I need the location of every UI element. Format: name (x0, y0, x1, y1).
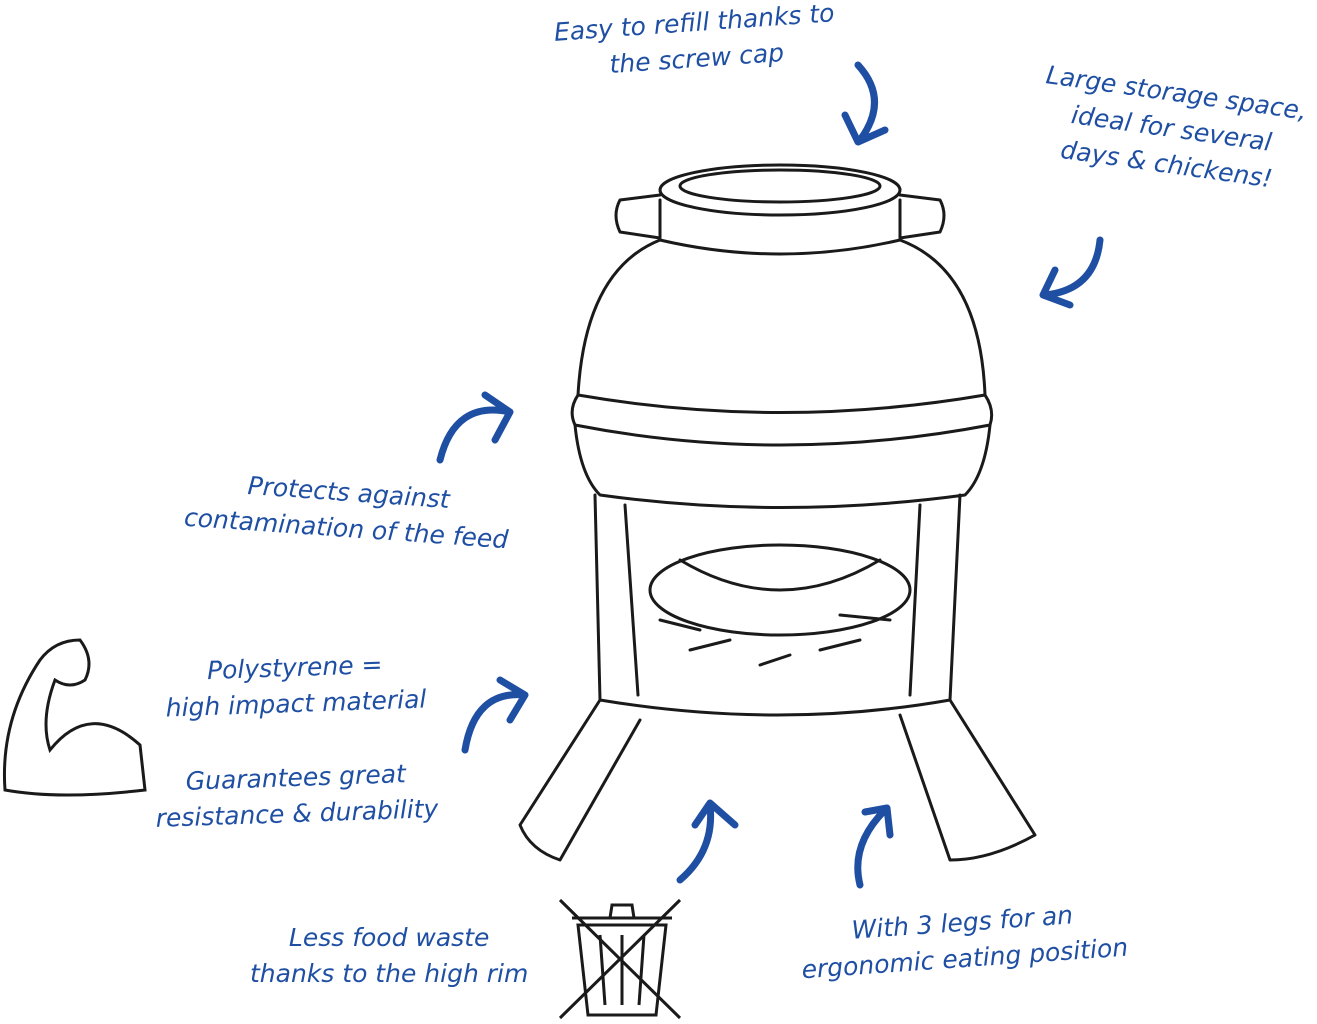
arrow-protects (436, 391, 514, 464)
note-material: Polystyrene = high impact material (164, 645, 427, 726)
feeder-illustration (518, 163, 1037, 862)
arrow-refill (841, 61, 889, 146)
arrow-legs (854, 804, 894, 889)
arrows (436, 61, 1104, 889)
note-durability: Guarantees great resistance & durability (154, 755, 439, 837)
note-line: thanks to the high rim (250, 959, 529, 988)
note-waste: Less food waste thanks to the high rim (250, 920, 528, 992)
crossed-trash-can-icon (558, 898, 682, 1020)
arrow-material (461, 676, 529, 754)
note-line: Less food waste (288, 923, 490, 952)
arrow-waste (676, 799, 739, 884)
flexed-arm-icon (2, 638, 147, 797)
arrow-storage (1039, 236, 1104, 309)
